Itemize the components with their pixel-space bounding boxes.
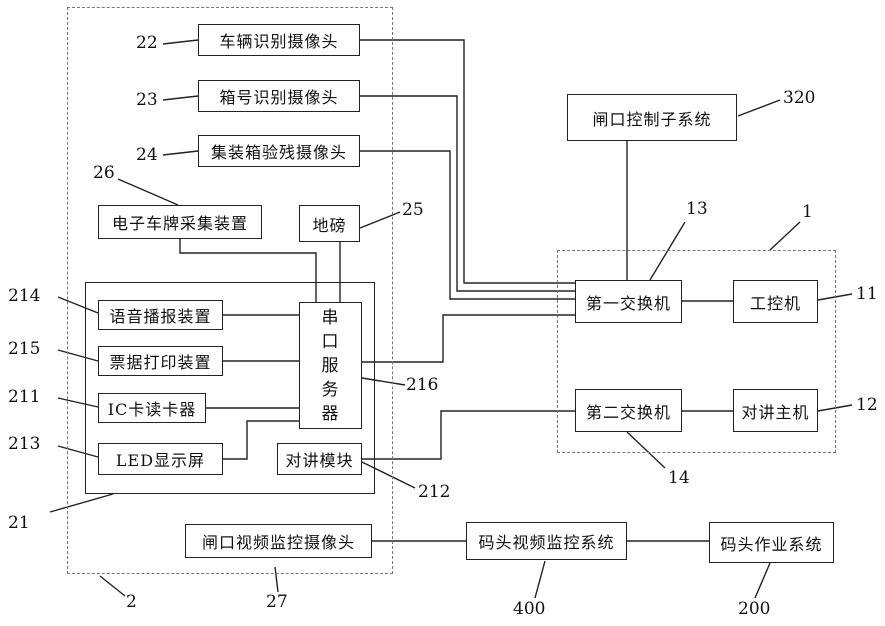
intercom-module: 对讲模块 [277, 443, 362, 475]
ref-27: 27 [266, 592, 288, 612]
ref-21: 21 [8, 513, 30, 533]
box-number-recognition-camera: 箱号识别摄像头 [198, 80, 360, 112]
ref-14: 14 [668, 468, 690, 488]
serial-server: 串口服务器 [299, 302, 362, 429]
led-display: LED显示屏 [98, 443, 223, 475]
ref-215: 215 [8, 339, 40, 359]
electronic-plate-collector: 电子车牌采集装置 [98, 205, 262, 239]
line-intercom-switch2 [362, 411, 575, 459]
voice-broadcast-device: 语音播报装置 [98, 300, 223, 330]
container-inspection-camera: 集装箱验残摄像头 [198, 135, 360, 167]
ref-212: 212 [418, 482, 450, 502]
vehicle-recognition-camera: 车辆识别摄像头 [198, 24, 360, 56]
first-switch: 第一交换机 [575, 280, 682, 323]
ref-23: 23 [136, 90, 158, 110]
ic-card-reader: IC卡读卡器 [98, 393, 206, 423]
line-serial-server-switch [362, 315, 575, 362]
ref-214: 214 [8, 286, 40, 306]
weighbridge: 地磅 [299, 205, 360, 242]
ref-24: 24 [136, 145, 158, 165]
dock-operation-system: 码头作业系统 [709, 522, 834, 563]
industrial-pc: 工控机 [733, 280, 818, 323]
ref-216: 216 [406, 375, 438, 395]
ref-320: 320 [783, 88, 815, 108]
receipt-printer: 票据打印装置 [98, 346, 223, 376]
ref-12: 12 [856, 395, 878, 415]
ref-22: 22 [136, 33, 158, 53]
ref-11: 11 [856, 284, 878, 304]
ref-400: 400 [513, 599, 545, 619]
ref-26: 26 [93, 163, 115, 183]
ref-211: 211 [8, 387, 40, 407]
ref-213: 213 [8, 434, 40, 454]
second-switch: 第二交换机 [575, 389, 682, 432]
ref-200: 200 [738, 599, 770, 619]
dock-video-monitoring-system: 码头视频监控系统 [466, 522, 627, 560]
intercom-host: 对讲主机 [733, 389, 818, 432]
ref-13: 13 [686, 199, 708, 219]
ref-1: 1 [802, 202, 813, 222]
gate-video-camera: 闸口视频监控摄像头 [185, 524, 372, 558]
ref-25: 25 [402, 200, 424, 220]
ref-2: 2 [126, 592, 137, 612]
serial-server-label: 串口服务器 [322, 306, 340, 426]
gate-control-subsystem: 闸口控制子系统 [567, 94, 737, 141]
